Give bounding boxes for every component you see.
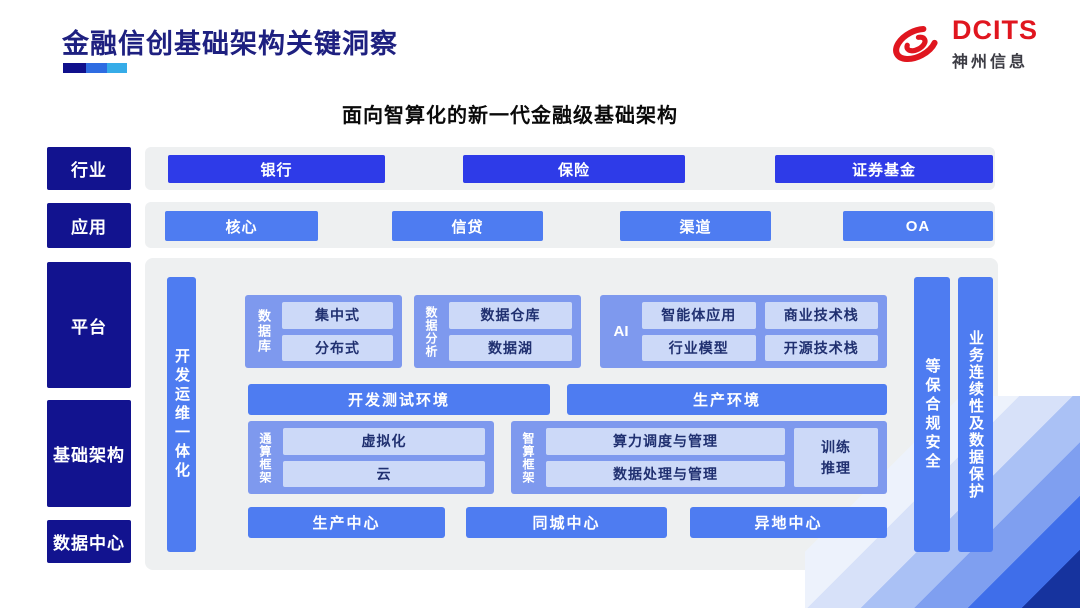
group-analytics-label: 数据分析 bbox=[424, 305, 438, 358]
datacenter-remote: 异地中心 bbox=[690, 507, 887, 538]
group-analytics: 数据分析 数据仓库 数据湖 bbox=[414, 295, 581, 368]
layer-label-industry: 行业 bbox=[47, 147, 131, 190]
group-ai-label: AI bbox=[613, 323, 629, 340]
security-bar-compliance-label: 等保合规安全 bbox=[923, 357, 941, 472]
group-database-items: 集中式 分布式 bbox=[282, 302, 393, 361]
security-bar-continuity: 业务连续性及数据保护 bbox=[958, 277, 993, 552]
group-database: 数据库 集中式 分布式 bbox=[245, 295, 402, 368]
chip-centralized: 集中式 bbox=[282, 302, 393, 329]
logo-text: DCITS 神州信息 bbox=[952, 14, 1038, 72]
title-underline bbox=[63, 63, 127, 73]
chip-training-inference: 训练 推理 bbox=[794, 428, 878, 487]
dcits-swirl-icon bbox=[893, 25, 939, 63]
devops-bar: 开发运维一体化 bbox=[167, 277, 196, 552]
chip-opensource-stack: 开源技术栈 bbox=[764, 334, 878, 361]
underline-segment-dark bbox=[63, 63, 86, 73]
datacenter-production: 生产中心 bbox=[248, 507, 445, 538]
security-bar-compliance: 等保合规安全 bbox=[914, 277, 950, 552]
chip-data-processing: 数据处理与管理 bbox=[546, 460, 785, 487]
group-general-compute-label: 通算框架 bbox=[258, 431, 272, 484]
chip-virtualization: 虚拟化 bbox=[283, 428, 485, 455]
application-item-channel: 渠道 bbox=[620, 211, 771, 241]
datacenter-same-city: 同城中心 bbox=[466, 507, 667, 538]
chip-inference-line: 推理 bbox=[821, 459, 851, 476]
industry-item-securities: 证券基金 bbox=[775, 155, 993, 183]
layer-label-application: 应用 bbox=[47, 203, 131, 248]
env-dev-test: 开发测试环境 bbox=[248, 384, 550, 415]
group-general-compute-items: 虚拟化 云 bbox=[283, 428, 485, 487]
chip-compute-scheduling: 算力调度与管理 bbox=[546, 428, 785, 455]
page-title: 金融信创基础架构关键洞察 bbox=[62, 29, 398, 59]
chip-agent-apps: 智能体应用 bbox=[642, 302, 756, 329]
chip-cloud: 云 bbox=[283, 460, 485, 487]
env-production: 生产环境 bbox=[567, 384, 887, 415]
logo-brand: DCITS bbox=[952, 14, 1038, 45]
security-bar-continuity-label: 业务连续性及数据保护 bbox=[967, 329, 984, 500]
chip-data-warehouse: 数据仓库 bbox=[449, 302, 572, 329]
underline-segment-light bbox=[107, 63, 127, 73]
group-ai: AI 智能体应用 商业技术栈 行业模型 开源技术栈 bbox=[600, 295, 887, 368]
chip-training-line: 训练 bbox=[821, 439, 851, 456]
layer-label-infrastructure: 基础架构 bbox=[47, 400, 131, 507]
industry-item-bank: 银行 bbox=[168, 155, 385, 183]
layer-label-datacenter: 数据中心 bbox=[47, 520, 131, 563]
chip-industry-models: 行业模型 bbox=[642, 334, 756, 361]
group-database-label: 数据库 bbox=[256, 309, 271, 354]
chip-commercial-stack: 商业技术栈 bbox=[764, 302, 878, 329]
layer-label-platform: 平台 bbox=[47, 262, 131, 388]
group-analytics-items: 数据仓库 数据湖 bbox=[449, 302, 572, 361]
underline-segment-mid bbox=[86, 63, 107, 73]
group-intelligent-compute: 智算框架 算力调度与管理 数据处理与管理 训练 推理 bbox=[511, 421, 887, 494]
industry-item-insurance: 保险 bbox=[463, 155, 685, 183]
application-item-core: 核心 bbox=[165, 211, 318, 241]
application-item-credit: 信贷 bbox=[392, 211, 543, 241]
application-item-oa: OA bbox=[843, 211, 993, 241]
dcits-logo: DCITS 神州信息 bbox=[888, 16, 1038, 72]
chip-distributed: 分布式 bbox=[282, 334, 393, 361]
group-ai-items: 智能体应用 商业技术栈 行业模型 开源技术栈 bbox=[642, 302, 878, 361]
group-intelligent-compute-items: 算力调度与管理 数据处理与管理 bbox=[546, 428, 785, 487]
chip-data-lake: 数据湖 bbox=[449, 334, 572, 361]
group-intelligent-compute-label: 智算框架 bbox=[521, 431, 535, 484]
devops-bar-label: 开发运维一体化 bbox=[173, 348, 190, 481]
group-general-compute: 通算框架 虚拟化 云 bbox=[248, 421, 494, 494]
logo-company: 神州信息 bbox=[952, 53, 1029, 71]
diagram-title: 面向智算化的新一代金融级基础架构 bbox=[342, 105, 678, 127]
